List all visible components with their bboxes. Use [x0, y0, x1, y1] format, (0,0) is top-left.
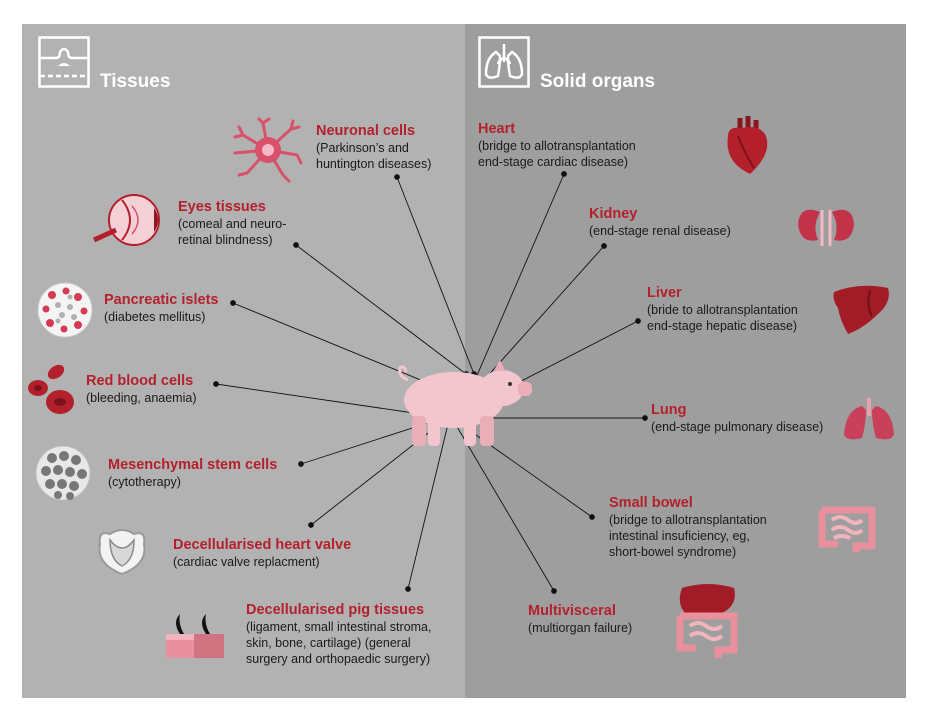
- item-description: (bridge to allotransplantation intestina…: [609, 513, 767, 559]
- tissues-title: Tissues: [100, 71, 171, 92]
- item-title: Heart: [478, 121, 516, 137]
- lung-icon: [844, 398, 894, 440]
- item-description: (diabetes mellitus): [104, 310, 206, 324]
- item-description: (ligament, small intestinal stroma, skin…: [246, 620, 432, 666]
- organ-item-multivisceral: Multivisceral (multiorgan failure): [528, 602, 632, 636]
- tissue-item-neuronal-cells: Neuronal cells (Parkinson’s and huntingt…: [316, 122, 431, 172]
- tissue-item-red-blood-cells: Red blood cells (bleeding, anaemia): [86, 372, 197, 406]
- item-title: Decellularised heart valve: [173, 537, 352, 553]
- heart-valve-icon: [98, 529, 146, 576]
- item-title: Lung: [651, 402, 687, 418]
- pig-icon: [398, 360, 532, 446]
- organ-item-heart: Heart (bridge to allotransplantation end…: [478, 120, 636, 170]
- item-title: Eyes tissues: [178, 199, 266, 215]
- tissue-item-decellularised-pig-tissues: Decellularised pig tissues (ligament, sm…: [246, 601, 431, 667]
- lungs-icon: [478, 36, 530, 88]
- item-description: (bride to allotransplantation end-stage …: [647, 303, 798, 333]
- item-description: (bridge to allotransplantation end-stage…: [478, 139, 636, 169]
- item-title: Mesenchymal stem cells: [108, 457, 278, 473]
- stem-cells-icon: [35, 445, 91, 501]
- item-title: Kidney: [589, 206, 638, 222]
- tissue-item-eyes-tissues: Eyes tissues (comeal and neuro- retinal …: [178, 198, 286, 248]
- eye-icon: [92, 194, 160, 246]
- heart-icon: [727, 116, 768, 174]
- item-title: Pancreatic islets: [104, 292, 219, 308]
- connector-heart: [471, 173, 565, 388]
- organ-item-lung: Lung (end-stage pulmonary disease): [651, 401, 823, 435]
- item-description: (bleeding, anaemia): [86, 391, 197, 405]
- organ-item-liver: Liver (bride to allotransplantation end-…: [647, 284, 798, 334]
- item-title: Red blood cells: [86, 373, 194, 389]
- skin-tissue-icon: [38, 36, 90, 88]
- multivisceral-icon: [676, 584, 738, 658]
- item-description: (cardiac valve replacment): [173, 555, 320, 569]
- neuron-icon: [233, 117, 303, 183]
- connector-multivisceral: [455, 424, 555, 592]
- pig-skin-tissue-icon: [166, 614, 224, 658]
- tissue-item-decellularised-heart-valve: Decellularised heart valve (cardiac valv…: [173, 536, 351, 570]
- item-description: (Parkinson’s and huntington diseases): [316, 141, 432, 171]
- tissue-item-mesenchymal-stem-cells: Mesenchymal stem cells (cytotherapy): [108, 456, 277, 490]
- tissue-item-pancreatic-islets: Pancreatic islets (diabetes mellitus): [104, 291, 218, 325]
- connector-rbc: [215, 383, 435, 417]
- kidney-icon: [798, 209, 854, 246]
- organ-item-small-bowel: Small bowel (bridge to allotransplantati…: [609, 494, 767, 560]
- red-blood-cells-icon: [28, 364, 74, 414]
- item-description: (cytotherapy): [108, 475, 181, 489]
- solid-organs-panel: [465, 24, 906, 698]
- item-title: Liver: [647, 285, 682, 301]
- item-description: (end-stage pulmonary disease): [651, 420, 824, 434]
- item-title: Neuronal cells: [316, 123, 416, 139]
- pancreatic-islet-icon: [37, 282, 93, 338]
- connector-pig-tissues: [407, 423, 449, 590]
- item-description: (comeal and neuro- retinal blindness): [178, 217, 287, 247]
- item-title: Small bowel: [609, 495, 693, 511]
- item-description: (end-stage renal disease): [589, 224, 731, 238]
- small-bowel-icon: [818, 506, 876, 552]
- liver-icon: [833, 285, 889, 334]
- solid-organs-title: Solid organs: [540, 71, 656, 92]
- item-title: Decellularised pig tissues: [246, 602, 425, 618]
- connector-neuronal: [396, 176, 475, 375]
- connector-pancreatic: [232, 302, 429, 384]
- item-title: Multivisceral: [528, 603, 616, 619]
- item-description: (multiorgan failure): [528, 621, 633, 635]
- organ-item-kidney: Kidney (end-stage renal disease): [589, 205, 731, 239]
- connector-eyes: [295, 244, 467, 375]
